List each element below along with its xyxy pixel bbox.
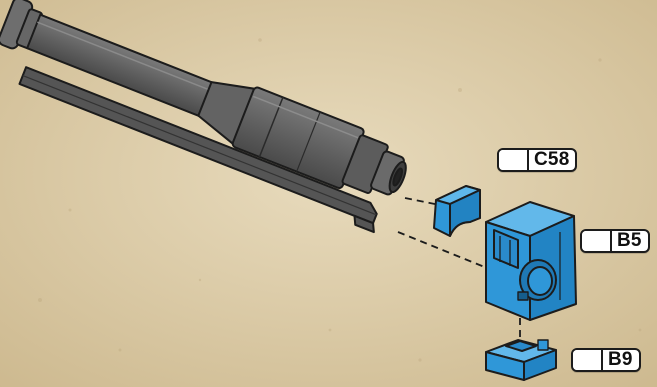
part-b5 bbox=[486, 202, 576, 320]
part-code-c58: C58 bbox=[529, 150, 575, 170]
part-code-b9: B9 bbox=[603, 350, 639, 370]
part-checkbox-b9 bbox=[573, 350, 603, 370]
part-code-b5: B5 bbox=[612, 231, 648, 251]
part-label-b9: B9 bbox=[571, 348, 641, 372]
part-checkbox-c58 bbox=[499, 150, 529, 170]
part-label-c58: C58 bbox=[497, 148, 577, 172]
part-checkbox-b5 bbox=[582, 231, 612, 251]
part-label-b5: B5 bbox=[580, 229, 650, 253]
